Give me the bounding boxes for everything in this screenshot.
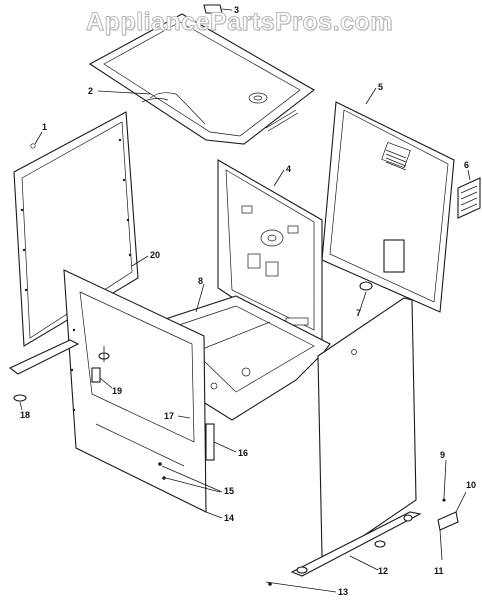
parts-9-10-11-leveler (437, 459, 467, 561)
part-1-screw (30, 131, 43, 149)
callout-10: 10 (466, 480, 477, 490)
part-7-grommet (359, 281, 373, 311)
part-18-base-rail (8, 339, 110, 411)
callout-5: 5 (378, 82, 384, 92)
part-2-top-panel (88, 13, 315, 145)
callout-14: 14 (224, 513, 235, 523)
right-side-panel (317, 297, 417, 561)
callout-20: 20 (150, 250, 161, 260)
part-4-rear-panel (217, 159, 323, 341)
callout-11: 11 (434, 566, 444, 576)
part-13-screw (265, 581, 337, 593)
callout-19: 19 (112, 386, 123, 396)
callout-15: 15 (224, 486, 235, 496)
callout-13: 13 (338, 587, 349, 597)
part-12-base-rail (290, 511, 422, 577)
callout-3: 3 (234, 5, 240, 15)
part-5-back-panel (321, 87, 455, 313)
callout-2: 2 (88, 86, 94, 96)
part-6-vent-plate (457, 169, 481, 219)
part-20-side-panel (13, 111, 149, 347)
callout-8: 8 (198, 276, 204, 286)
callout-18: 18 (20, 410, 31, 420)
callout-12: 12 (378, 566, 389, 576)
callout-6: 6 (464, 160, 470, 170)
callout-16: 16 (238, 448, 249, 458)
callout-4: 4 (286, 164, 292, 174)
callout-7: 7 (356, 308, 362, 318)
parts-14-15-screws (158, 462, 223, 519)
callout-17: 17 (164, 411, 175, 421)
watermark: AppliancePartsPros.com (86, 8, 393, 37)
part-3-clip (203, 4, 233, 14)
part-16-bracket (205, 423, 237, 461)
callout-1: 1 (42, 122, 48, 132)
callout-9: 9 (440, 450, 446, 460)
part-19-bracket (91, 367, 113, 389)
